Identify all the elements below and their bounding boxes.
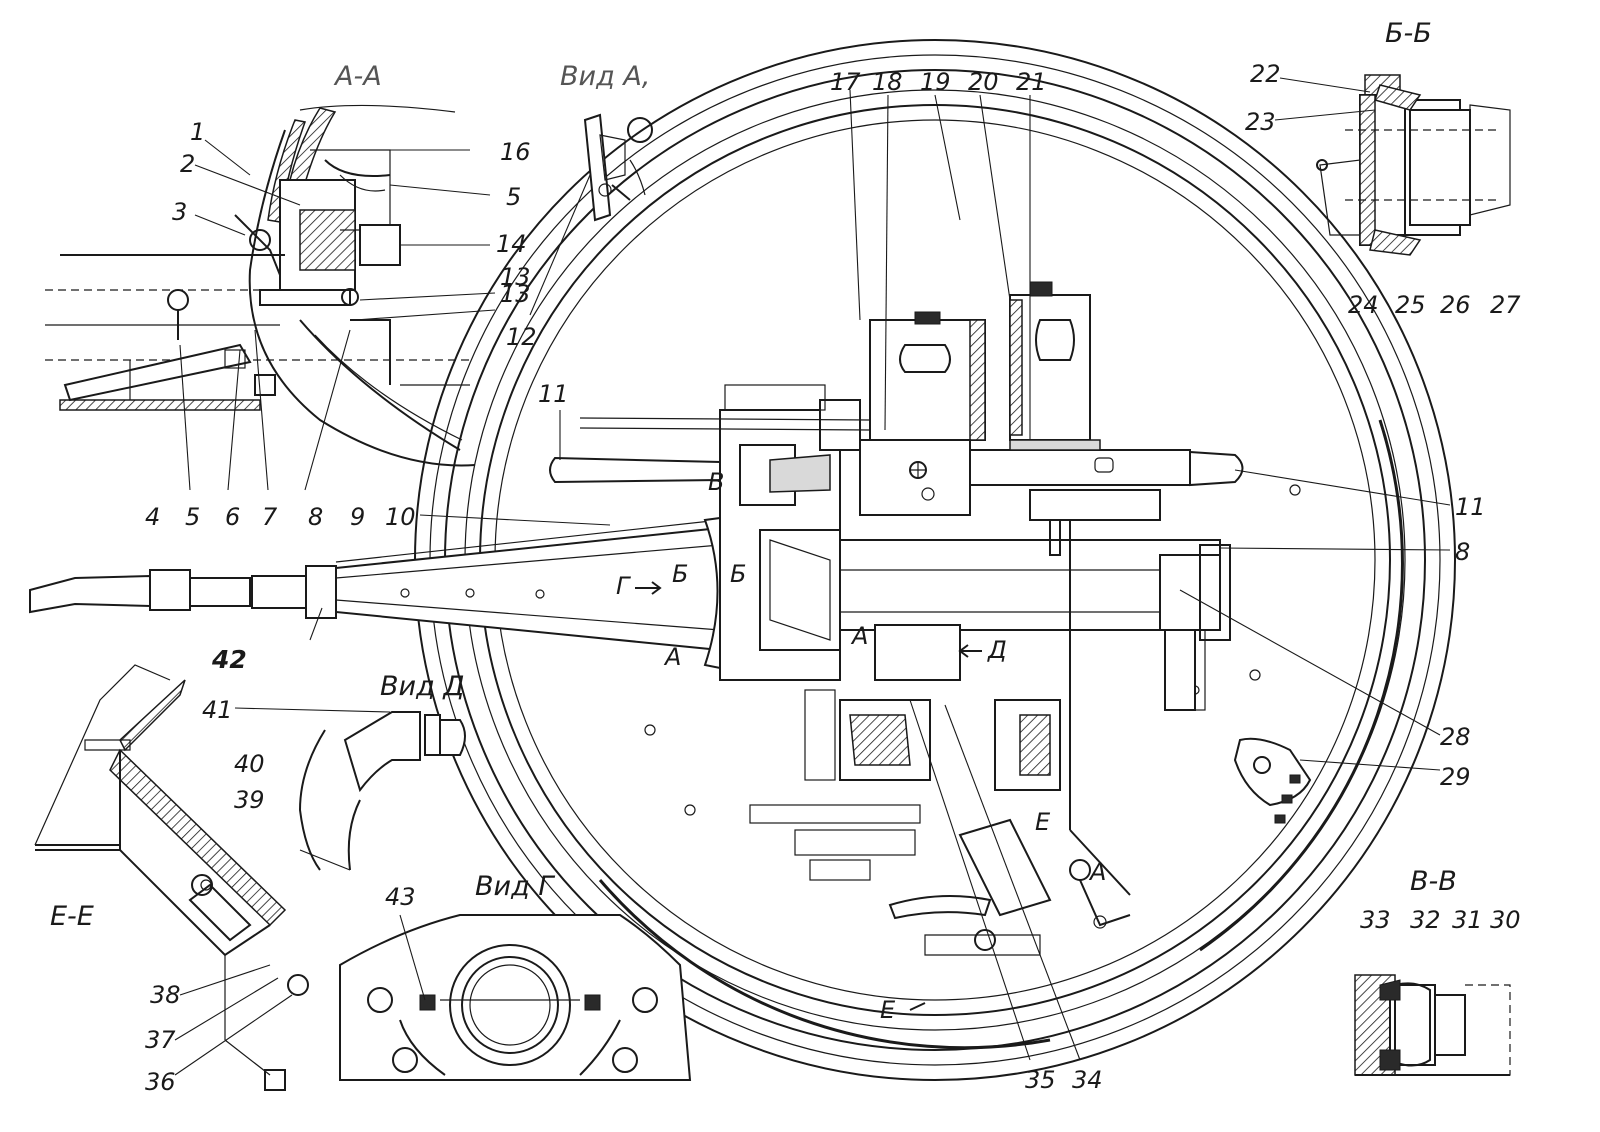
callout-5-lower: 5 <box>185 503 200 531</box>
callout-17: 17 <box>830 68 861 96</box>
callout-28: 28 <box>1440 723 1471 751</box>
callout-6: 6 <box>225 503 240 531</box>
callout-12: 12 <box>506 323 537 351</box>
callout-1: 1 <box>190 118 205 146</box>
callout-26: 26 <box>1440 291 1471 319</box>
marker-d: Д <box>987 636 1007 664</box>
view-d-detail <box>298 711 466 871</box>
callout-20: 20 <box>968 68 999 96</box>
callout-39: 39 <box>234 786 265 814</box>
title-section-bb: Б-Б <box>1385 18 1432 49</box>
marker-e: Е <box>1035 808 1051 836</box>
callout-38: 38 <box>150 981 181 1009</box>
marker-e-2: Е <box>880 996 896 1024</box>
callout-4: 4 <box>145 503 160 531</box>
view-g-detail <box>339 914 692 1081</box>
arrow-g <box>635 581 662 595</box>
callout-18: 18 <box>872 68 903 96</box>
callout-41: 41 <box>202 696 233 724</box>
callout-8: 8 <box>308 503 323 531</box>
callout-7: 7 <box>262 503 278 531</box>
title-view-d: Вид Д <box>380 671 464 702</box>
callout-22: 22 <box>1250 60 1281 88</box>
callout-9: 9 <box>350 503 365 531</box>
marker-g-arrow: Г <box>616 572 631 600</box>
callout-23: 23 <box>1245 108 1276 136</box>
marker-a-2: А <box>850 622 868 650</box>
title-view-a1: Вид А, <box>560 61 650 92</box>
callout-13: 13 <box>500 280 531 308</box>
callout-34: 34 <box>1072 1066 1103 1094</box>
marker-a1: А <box>1088 858 1106 886</box>
callout-32: 32 <box>1410 906 1441 934</box>
callout-31: 31 <box>1452 906 1483 934</box>
marker-b: Б <box>672 560 688 588</box>
section-bb-detail <box>1316 74 1511 256</box>
callout-35: 35 <box>1025 1066 1056 1094</box>
callout-11-left: 11 <box>538 380 569 408</box>
arrow-d <box>958 644 982 658</box>
callout-3: 3 <box>172 198 187 226</box>
callout-10: 10 <box>385 503 416 531</box>
callout-13-upper: 13 <box>500 263 531 291</box>
view-titles: А-А Вид А, Б-Б Вид Д Е-Е Вид Г В-В <box>50 18 1457 932</box>
title-section-ee: Е-Е <box>50 901 94 932</box>
leader-lines <box>174 77 1451 1076</box>
callout-30: 30 <box>1490 906 1521 934</box>
callout-16: 16 <box>500 138 531 166</box>
view-a1-detail <box>583 113 653 222</box>
title-section-aa: А-А <box>333 61 382 92</box>
marker-v: В <box>708 468 724 496</box>
title-section-vv: В-В <box>1410 866 1457 897</box>
gun-assembly <box>29 281 1312 1011</box>
title-view-g: Вид Г <box>475 871 555 902</box>
callout-24: 24 <box>1348 291 1379 319</box>
callout-42: 42 <box>211 645 247 674</box>
marker-a: А <box>663 643 681 671</box>
callout-29: 29 <box>1440 763 1471 791</box>
callout-numbers: 1 2 3 4 5 6 7 8 9 10 11 12 13 14 5 16 17… <box>145 60 1521 1096</box>
section-aa-detail <box>45 104 476 467</box>
marker-b-2: Б <box>730 560 746 588</box>
callout-2: 2 <box>180 150 195 178</box>
callout-40: 40 <box>234 750 265 778</box>
callout-21: 21 <box>1016 68 1047 96</box>
section-markers: Г Б Б А А Д Е Е В А <box>616 468 1106 1024</box>
callout-37: 37 <box>145 1026 176 1054</box>
callout-43: 43 <box>385 883 416 911</box>
callout-14: 14 <box>496 230 527 258</box>
section-ee-detail <box>34 664 309 1091</box>
callout-19: 19 <box>920 68 951 96</box>
callout-36: 36 <box>145 1068 176 1096</box>
callout-27: 27 <box>1490 291 1521 319</box>
callout-33: 33 <box>1360 906 1391 934</box>
section-vv-detail <box>1354 974 1511 1076</box>
callout-25: 25 <box>1395 291 1426 319</box>
callout-5-upper: 5 <box>506 183 521 211</box>
callout-8-right: 8 <box>1455 538 1470 566</box>
callout-11-right: 11 <box>1455 493 1486 521</box>
